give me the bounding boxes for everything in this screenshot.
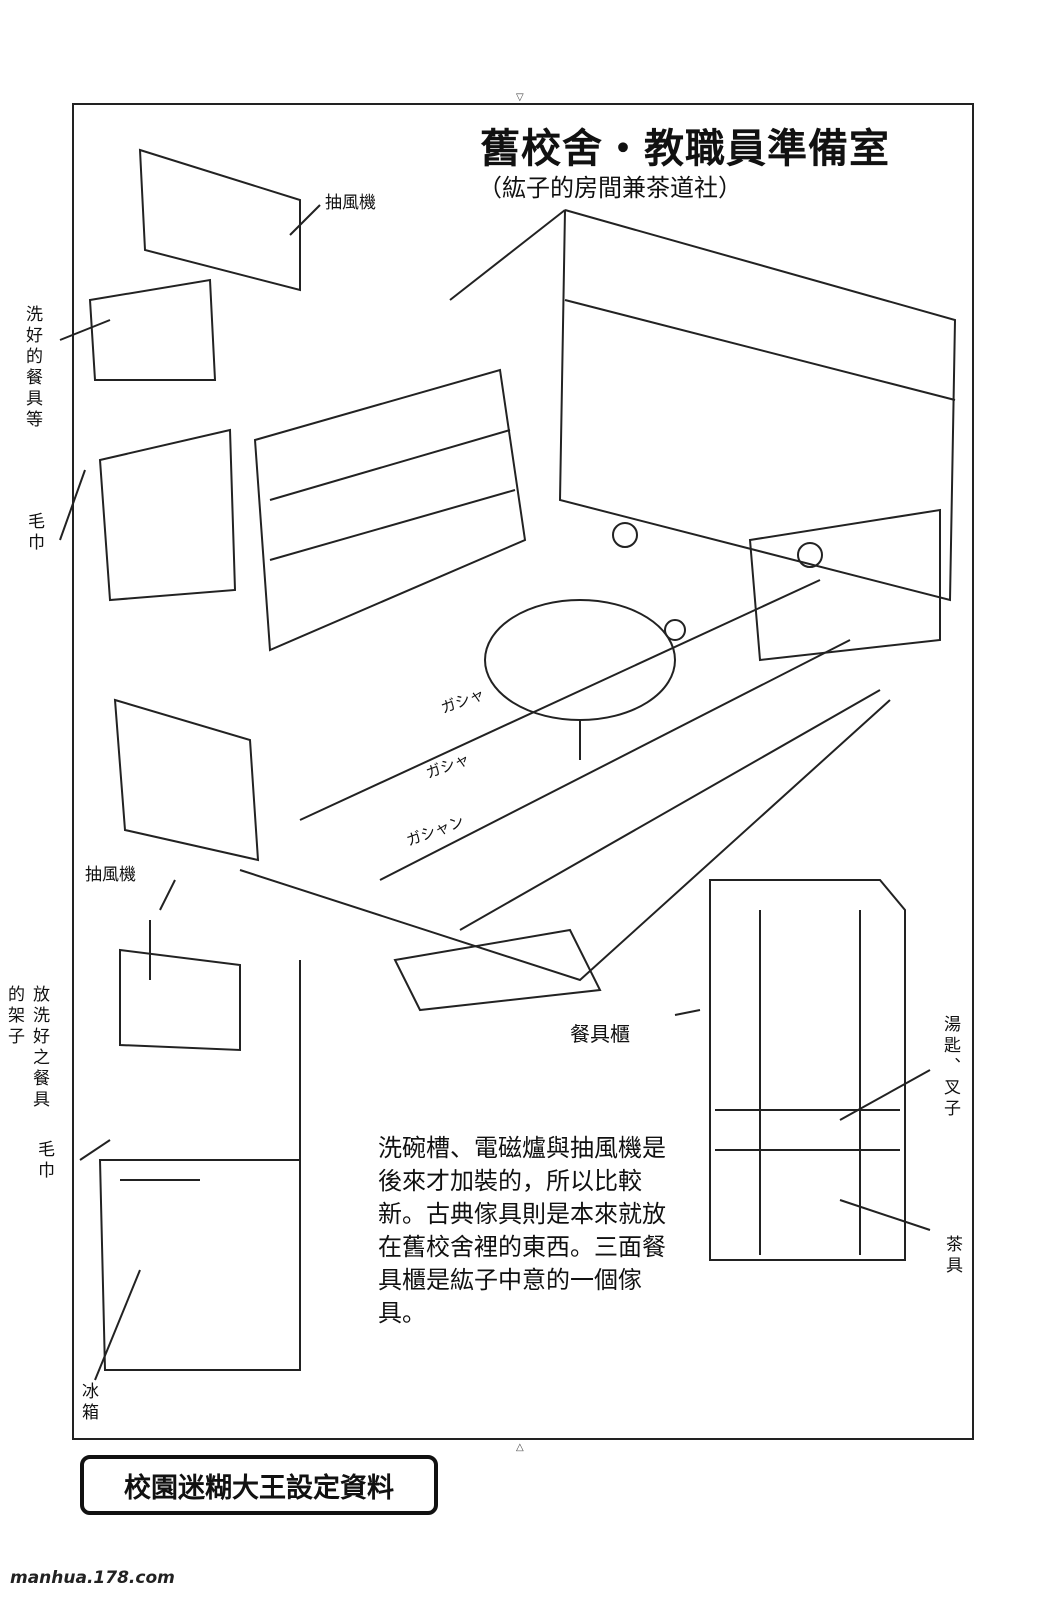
label-hood-bottom: 抽風機 [85, 865, 136, 885]
label-washed-dishes: 洗好的餐具等 [22, 305, 42, 431]
page-frame [72, 103, 974, 1440]
crop-mark: △ [516, 1442, 524, 1453]
label-fridge: 冰箱 [78, 1382, 98, 1424]
watermark: manhua.178.com [10, 1568, 175, 1588]
series-label-box: 校園迷糊大王設定資料 [80, 1455, 438, 1515]
label-cupboard: 餐具櫃 [570, 1022, 630, 1046]
description-note: 洗碗槽、電磁爐與抽風機是後來才加裝的，所以比較新。古典傢具則是本來就放在舊校舍裡… [378, 1134, 666, 1327]
label-towel-bottom: 毛巾 [34, 1140, 54, 1182]
label-hood-top: 抽風機 [325, 193, 376, 213]
label-spoons-forks: 湯匙、叉子 [940, 1015, 960, 1120]
page-subtitle: （紘子的房間兼茶道社） [478, 174, 742, 202]
crop-mark: ▽ [516, 92, 524, 103]
label-dish-rack: 放洗好之餐具的架子 [4, 985, 49, 1111]
page-title: 舊校舍・教職員準備室 [480, 126, 890, 172]
label-tea-set: 茶具 [942, 1235, 962, 1277]
label-towel-top: 毛巾 [24, 512, 44, 554]
